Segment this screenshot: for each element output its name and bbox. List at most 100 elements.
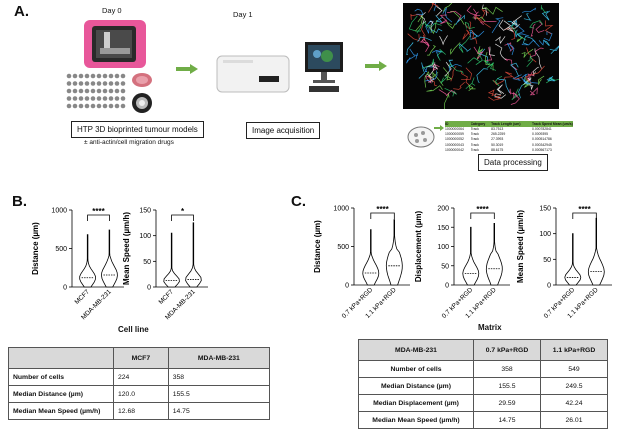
table-cell: 549	[540, 360, 608, 378]
arrow-right-icon	[365, 61, 387, 71]
row-label: Median Mean Speed (µm/h)	[358, 411, 474, 429]
y-axis-label: Mean Speed (µm/h)	[122, 212, 131, 285]
table-header-cell: MDA-MB-231	[358, 339, 474, 361]
table-header-cell: 1.1 kPa+RGD	[540, 339, 608, 361]
table-cell: 155.5	[167, 385, 271, 403]
panel-b-letter: B.	[12, 193, 27, 210]
mini-table-cell: 0.000514786	[532, 137, 552, 142]
table-cell: 12.68	[113, 402, 169, 420]
violin-2	[385, 219, 403, 286]
y-axis-label: Distance (µm)	[313, 220, 322, 273]
y-tick-label: 1000	[51, 208, 67, 215]
panel-a-letter: A.	[14, 3, 29, 20]
mini-table-row: 1000000052 Track 27.3993 0.000514786	[445, 137, 573, 142]
mini-table-cell: 1000000064	[445, 127, 464, 131]
processing-label: Data processing	[478, 154, 548, 171]
y-tick-label: 1000	[333, 206, 349, 213]
table-row: Number of cells 358 549	[358, 360, 608, 378]
table-cell: 224	[113, 368, 169, 386]
mini-table-header-cell: ID	[445, 122, 449, 126]
mini-table-cell: 0.000567173	[532, 147, 552, 152]
y-tick-label: 150	[139, 208, 151, 215]
x-tick-label: MCF7	[74, 288, 92, 306]
panel-c-letter: C.	[291, 193, 306, 210]
y-tick-label: 500	[337, 244, 349, 251]
significance-label: ****	[92, 207, 105, 216]
table-header-cell: MCF7	[113, 347, 169, 369]
mini-table-cell: 1000000043	[445, 142, 464, 147]
row-label: Median Displacement (µm)	[358, 394, 474, 412]
arrow-right-icon	[434, 125, 444, 131]
mini-table-cell: Track	[470, 147, 479, 152]
mini-table-cell: 1000000059	[445, 132, 464, 137]
table-header-cell: 0.7 kPa+RGD	[473, 339, 541, 361]
mini-table-cell: 1000000052	[445, 137, 464, 142]
mini-table-cell: 0.0009395	[532, 132, 549, 137]
table-row: Median Distance (µm) 155.5 249.5	[358, 377, 608, 395]
y-tick-label: 500	[55, 246, 67, 253]
panel-c-table: MDA-MB-231 0.7 kPa+RGD 1.1 kPa+RGD Numbe…	[358, 339, 608, 429]
violin-1	[79, 234, 96, 288]
mini-table-cell: 83.7513	[491, 127, 504, 131]
mini-table-header-cell: Track Length (um)	[491, 122, 521, 126]
table-row: Number of cells 224 358	[8, 368, 271, 386]
tumour-model-image	[132, 93, 152, 113]
mini-table-cell: Track	[470, 127, 479, 131]
table-cell: 120.0	[113, 385, 169, 403]
y-tick-label: 100	[139, 233, 151, 240]
y-tick-label: 100	[437, 244, 449, 251]
y-tick-label: 50	[543, 257, 551, 264]
mini-table-header-cell: Track Speed Mean (um/s)	[532, 122, 573, 126]
mini-table-cell: 265.2259	[491, 132, 506, 137]
y-tick-label: 50	[143, 259, 151, 266]
mini-table-cell: 1000000042	[445, 147, 464, 152]
models-label: HTP 3D bioprinted tumour models	[71, 121, 204, 138]
y-axis-label: Displacement (µm)	[414, 211, 423, 283]
y-tick-label: 150	[539, 206, 551, 213]
bioprinter-illustration	[84, 20, 146, 68]
table-cell: 358	[473, 360, 541, 378]
spheroid-illustration	[407, 126, 435, 148]
y-tick-label: 0	[147, 285, 151, 292]
drug-note: ± anti-actin/cell migration drugs	[84, 139, 174, 146]
violin-2	[485, 223, 503, 286]
y-axis-label: Mean Speed (µm/h)	[516, 210, 525, 283]
plate-wells-illustration	[66, 73, 126, 109]
mini-table-header-cell: Category	[470, 122, 486, 126]
panel-c-xgroup-label: Matrix	[478, 323, 502, 332]
y-tick-label: 50	[441, 263, 449, 270]
table-cell: 42.24	[540, 394, 608, 412]
violin-1	[362, 229, 380, 286]
mini-table-cell: 27.3993	[491, 137, 504, 142]
significance-bracket	[87, 214, 110, 221]
computer-monitor-illustration	[305, 42, 343, 92]
violin-1	[564, 233, 582, 286]
row-label: Number of cells	[358, 360, 474, 378]
panel-b-xgroup-label: Cell line	[118, 325, 149, 334]
violin-2	[587, 217, 605, 286]
y-axis-label: Distance (µm)	[31, 222, 40, 275]
arrow-right-icon	[176, 64, 198, 74]
significance-bracket	[370, 212, 395, 219]
mini-table-cell: Track	[470, 137, 479, 142]
significance-label: ****	[376, 205, 389, 214]
y-tick-label: 0	[63, 285, 67, 292]
row-label: Median Distance (µm)	[358, 377, 474, 395]
table-header-row: MDA-MB-231 0.7 kPa+RGD 1.1 kPa+RGD	[358, 339, 608, 361]
table-header-cell	[8, 347, 114, 369]
well-plate-image	[132, 73, 152, 87]
table-cell: 26.01	[540, 411, 608, 429]
violin-2	[185, 222, 202, 288]
significance-bracket	[572, 212, 597, 219]
significance-bracket	[470, 212, 495, 219]
violin-1	[163, 232, 180, 288]
table-cell: 14.75	[167, 402, 271, 420]
